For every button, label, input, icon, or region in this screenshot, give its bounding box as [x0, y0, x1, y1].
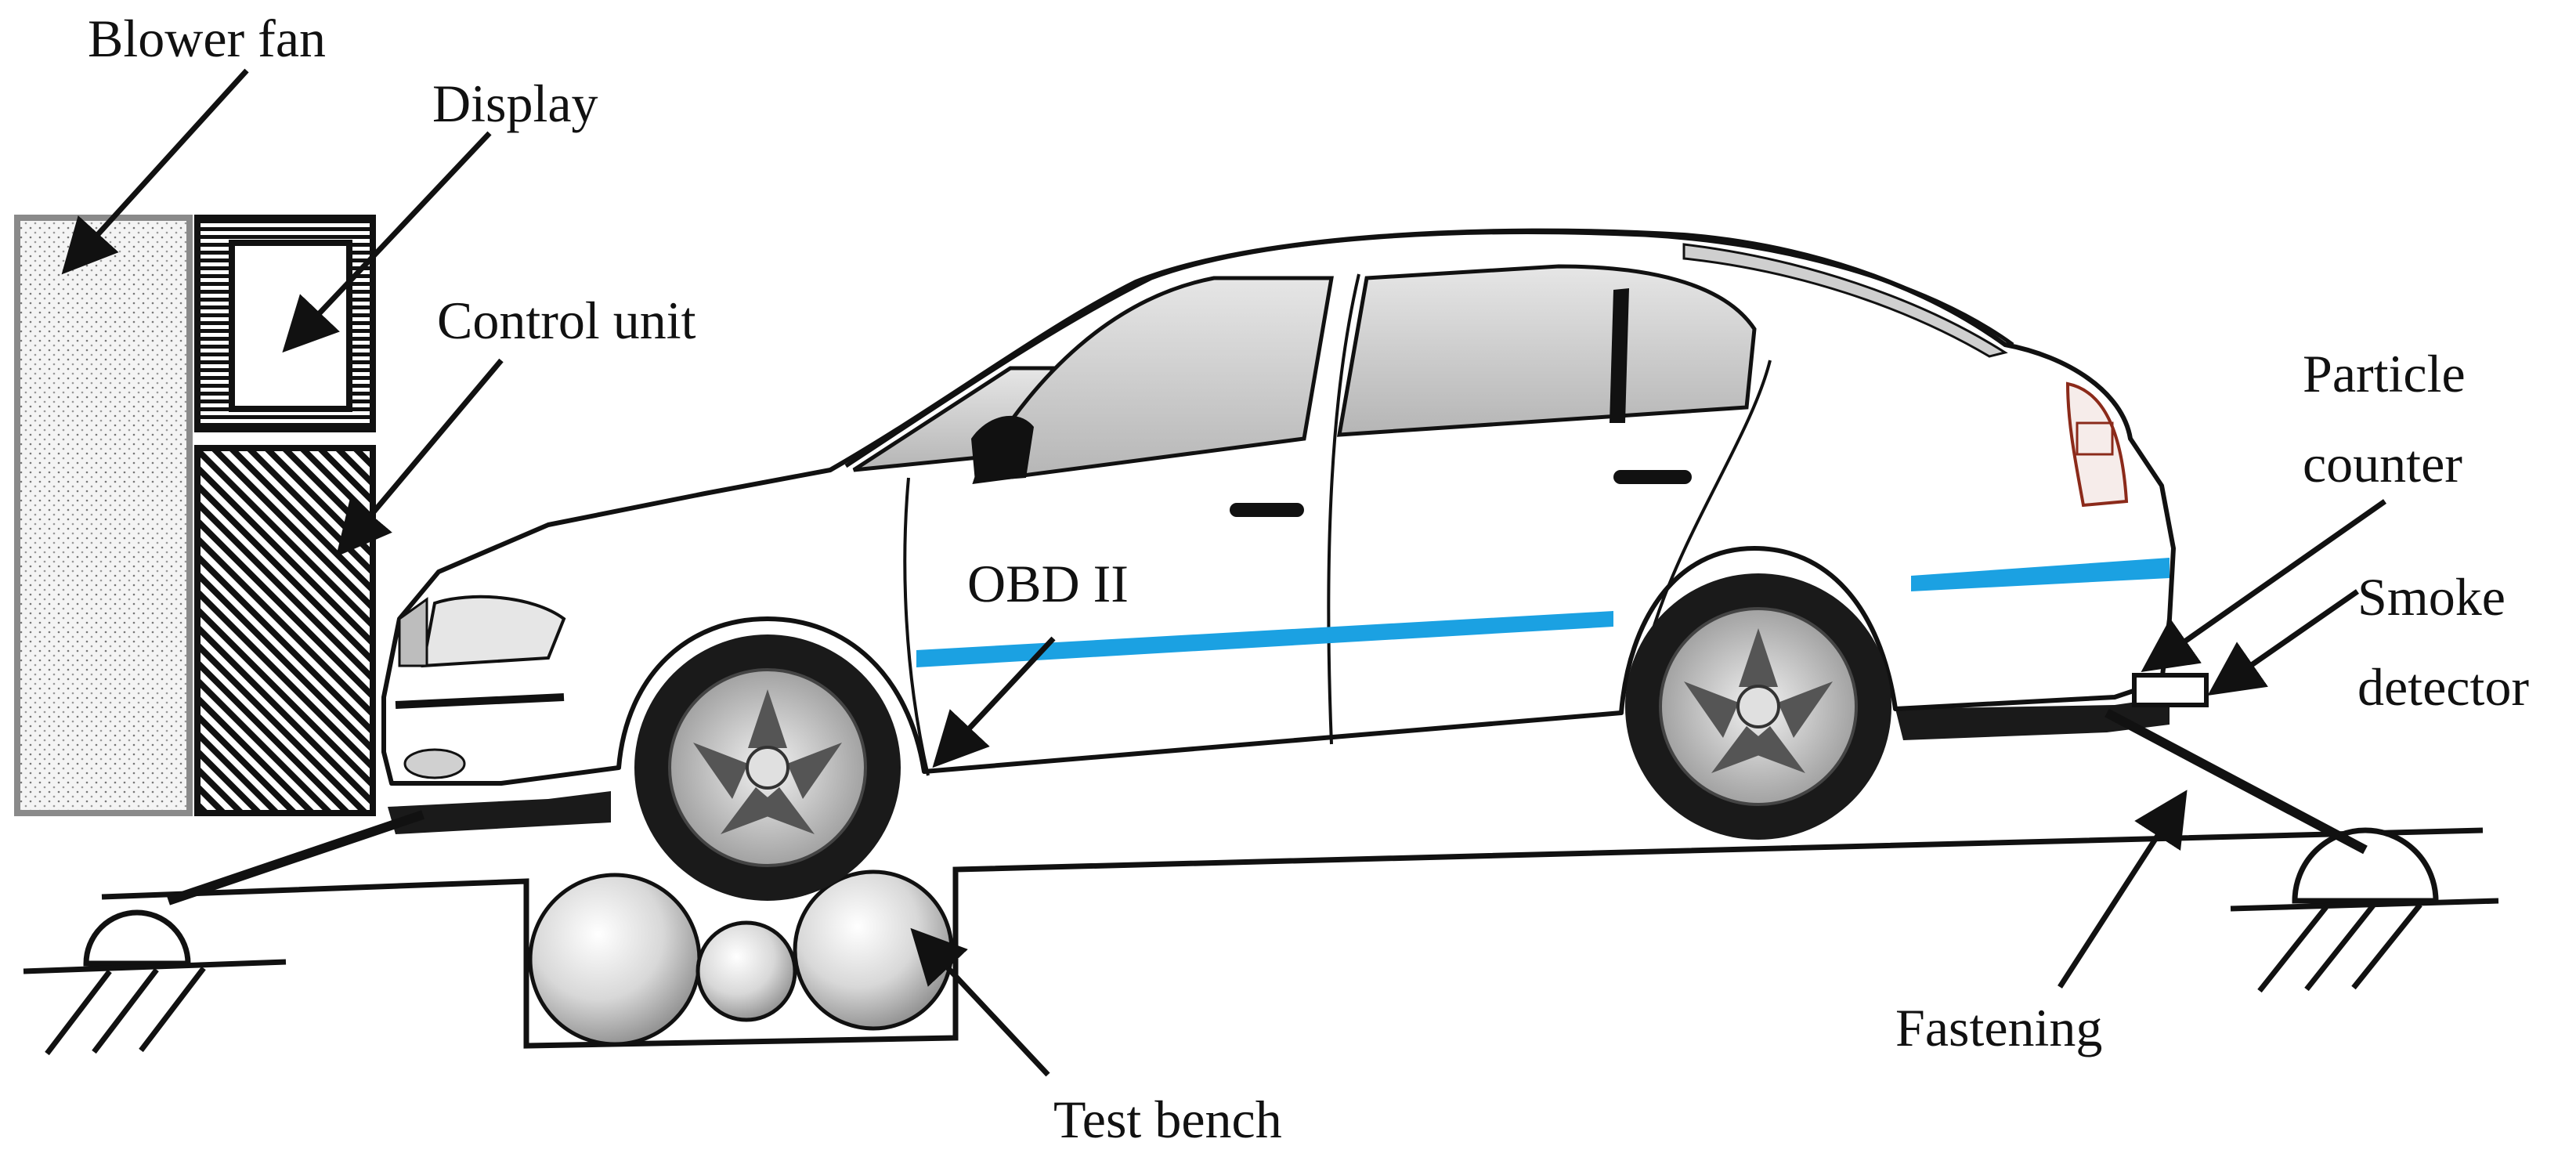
rear-wheel	[1625, 573, 1891, 840]
label-blower-fan: Blower fan	[88, 9, 326, 68]
leader-arrows	[61, 68, 2387, 1077]
control-unit-box	[194, 445, 376, 816]
label-smoke-detector-line1: Smoke	[2357, 567, 2506, 627]
car	[381, 228, 2176, 901]
label-particle-counter-line2: counter	[2303, 434, 2462, 493]
left-anchor	[23, 909, 287, 1056]
particle-counter-box	[2132, 673, 2209, 707]
fastening-straps	[167, 708, 2368, 906]
side-stripe	[916, 558, 2170, 667]
label-display: Display	[432, 74, 598, 133]
front-wheel	[634, 634, 901, 901]
label-control-unit: Control unit	[437, 291, 696, 350]
display-unit	[194, 215, 376, 432]
label-particle-counter-line1: Particle	[2303, 344, 2466, 403]
floor-platform	[101, 827, 2484, 1049]
label-obd: OBD II	[967, 554, 1129, 613]
labels: Blower fan Display Control unit OBD II P…	[88, 9, 2529, 1149]
label-fastening: Fastening	[1895, 998, 2102, 1057]
test-bench-rollers	[528, 869, 954, 1047]
blower-fan-unit	[14, 215, 193, 816]
label-smoke-detector-line2: detector	[2357, 657, 2529, 717]
label-test-bench: Test bench	[1053, 1090, 1282, 1149]
right-anchor	[2230, 827, 2499, 993]
